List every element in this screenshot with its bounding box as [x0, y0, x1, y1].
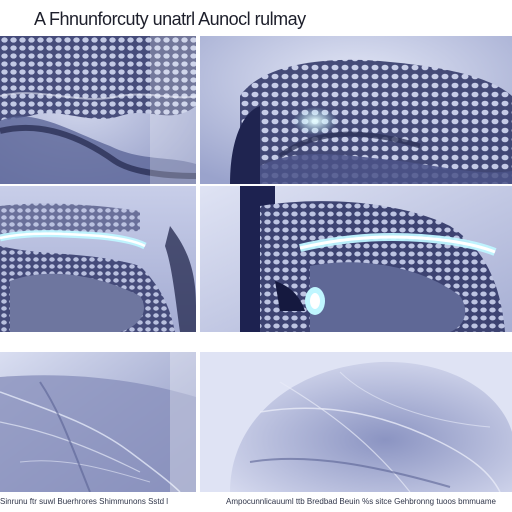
panel-top-right	[200, 36, 512, 184]
micrograph-middle-right	[200, 186, 512, 332]
panel-middle-left	[0, 186, 196, 332]
panel-top-left	[0, 36, 196, 184]
micrograph-bottom-right	[200, 352, 512, 492]
caption-right: Ampocunnlicauuml ttb Bredbad Beuin %s si…	[226, 497, 496, 506]
caption-left: Sinrunu ftr suwl Buerhrores Shimmunons S…	[0, 497, 169, 506]
panel-bottom-right	[200, 352, 512, 492]
figure-title: A Fhnunforcuty unatrl Aunocl rulmay	[34, 9, 306, 29]
panel-middle-right	[200, 186, 512, 332]
micrograph-top-right	[200, 36, 512, 184]
micrograph-top-left	[0, 36, 196, 184]
micrograph-middle-left	[0, 186, 196, 332]
micrograph-bottom-left	[0, 352, 196, 492]
panel-bottom-left	[0, 352, 196, 492]
